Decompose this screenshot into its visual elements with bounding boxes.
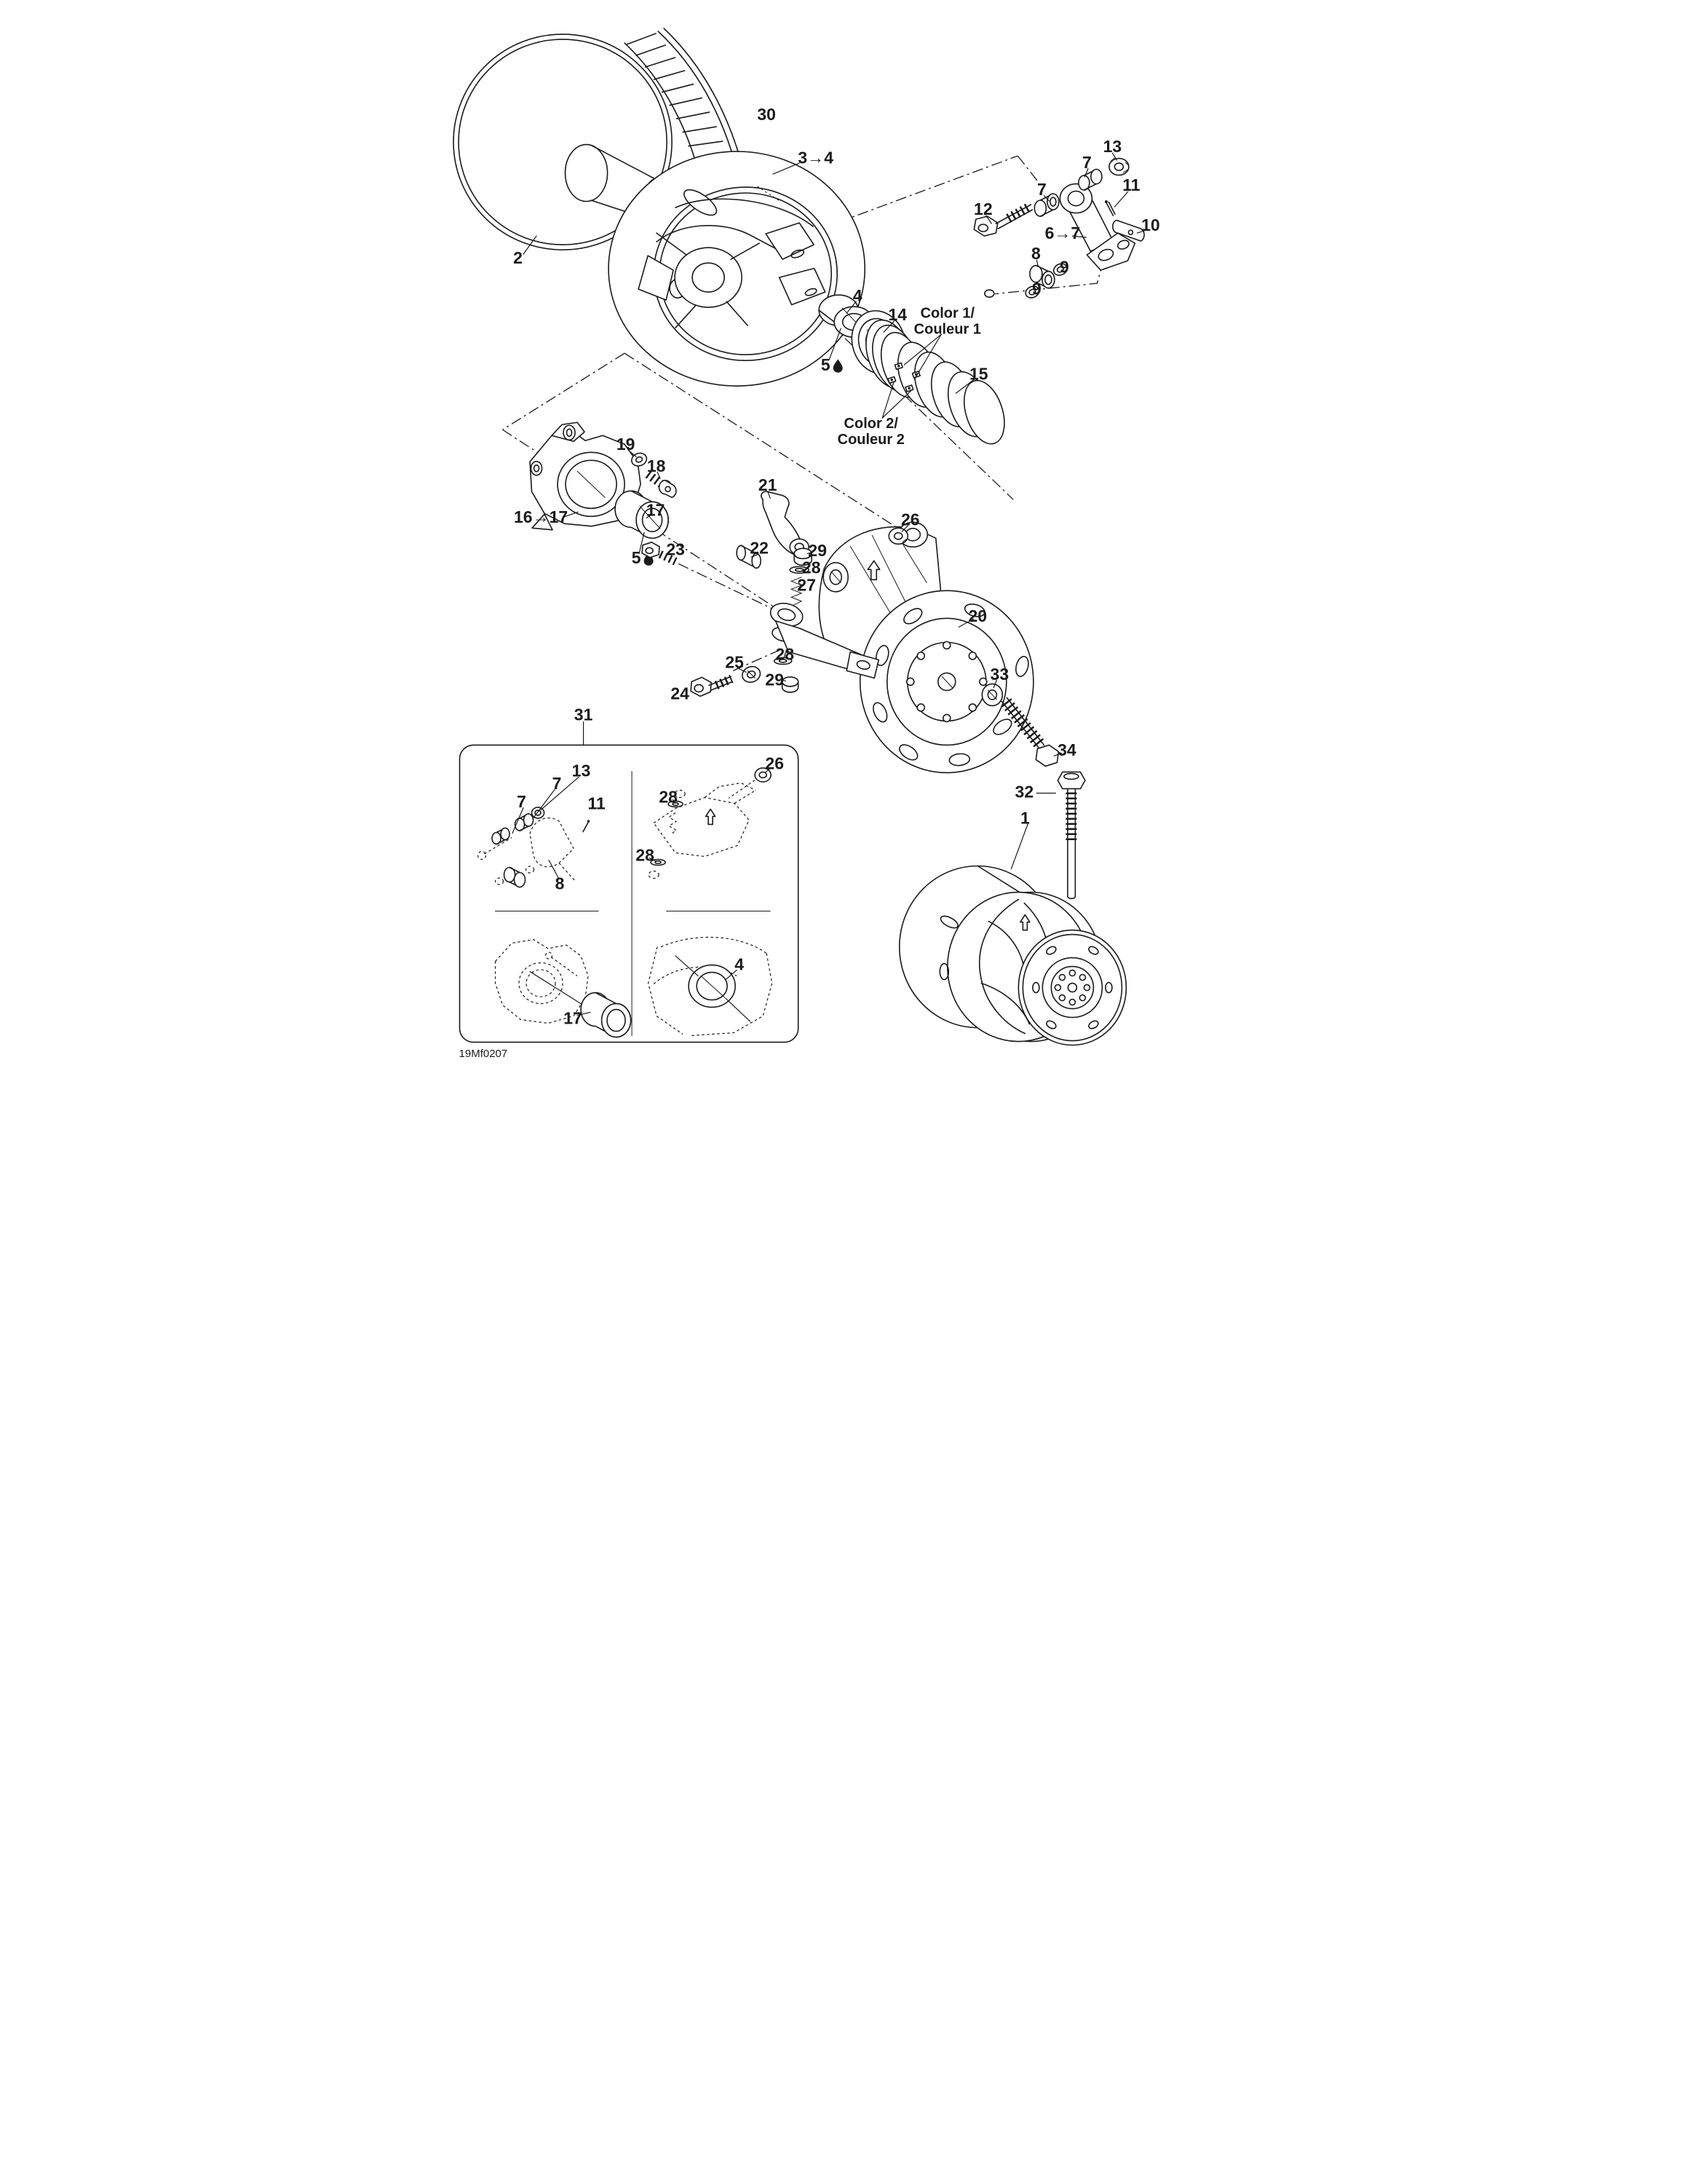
callout: 28 (801, 558, 820, 577)
actuating-lever-cluster (735, 491, 813, 606)
callout: 5 (820, 355, 830, 374)
direction-arrow-icon (705, 808, 715, 826)
direction-arrow-icon (866, 560, 881, 581)
callout: 2 (513, 248, 523, 267)
callout: 24 (670, 684, 689, 703)
callout: 16→17 (513, 507, 567, 526)
inset-lever-detail (477, 776, 590, 888)
spring-color-marks (886, 362, 921, 392)
callout: 29 (808, 541, 827, 560)
callout: 10 (1141, 215, 1160, 234)
callout: 7 (1082, 153, 1091, 172)
callout: 12 (974, 199, 993, 218)
callout: 15 (969, 364, 988, 383)
callout: 1 (1020, 809, 1029, 828)
callout: 25 (725, 652, 744, 671)
callout: 11 (1122, 175, 1140, 194)
callout: 28 (659, 788, 678, 807)
figure-code: 19Mf0207 (459, 1048, 507, 1060)
callout: 27 (797, 575, 816, 594)
inset-hub-bushing-detail (494, 938, 631, 1038)
callout: 14 (888, 305, 907, 324)
callout: 31 (574, 705, 592, 724)
callout: 22 (750, 538, 769, 557)
governor-lever-cluster (973, 152, 1146, 298)
callout: 17 (646, 500, 665, 519)
callout: 26 (900, 510, 919, 529)
callout: 6→7 (1044, 223, 1080, 242)
callout: 7 (552, 774, 561, 793)
color2-note-line1: Color 2/ (844, 416, 898, 432)
callout: 34 (1058, 740, 1076, 759)
callout: 21 (758, 475, 777, 494)
callout: 8 (1031, 244, 1040, 263)
spring-color-notes: Color 1/ Couleur 1 Color 2/ Couleur 2 (837, 305, 980, 448)
callout: 3→4 (798, 149, 833, 167)
callout: 13 (571, 761, 590, 780)
parts-diagram-page: 30 2 3→4 13 7 11 7 12 6→7 10 8 9 9 4 14 … (420, 0, 1262, 1093)
callout: 13 (1103, 137, 1122, 156)
inset-detail-box (459, 721, 799, 1043)
callout: 11 (587, 794, 606, 813)
callout: 7 (517, 792, 526, 811)
nut-26 (887, 527, 908, 545)
callout: 26 (765, 754, 784, 773)
exploded-parts-diagram: 30 2 3→4 13 7 11 7 12 6→7 10 8 9 9 4 14 … (420, 0, 1262, 1093)
sliding-hub-cluster (528, 422, 678, 566)
callout: 30 (757, 105, 776, 124)
drive-pulley-assembly (898, 823, 1127, 1046)
callout: 23 (666, 539, 685, 558)
color2-note-line2: Couleur 2 (837, 432, 904, 448)
callout-labels: 30 2 3→4 13 7 11 7 12 6→7 10 8 9 9 4 14 … (513, 105, 1160, 1028)
callout: 9 (1059, 258, 1068, 277)
inset-housing-bushing-detail (647, 936, 772, 1037)
variator-housing (607, 151, 865, 387)
pulley-half-20 (689, 521, 1062, 774)
callout: 33 (990, 665, 1009, 684)
callout: 7 (1036, 180, 1046, 199)
color1-note-line2: Couleur 1 (913, 321, 980, 337)
callout: 9 (1031, 280, 1041, 298)
callout: 19 (616, 435, 635, 454)
lubricant-drop-icon (643, 552, 654, 566)
callout: 28 (635, 846, 654, 865)
inset-rocker-detail (648, 767, 771, 879)
long-bolt-32 (1036, 771, 1086, 900)
callout: 18 (646, 456, 665, 475)
callout: 4 (734, 955, 744, 974)
callout: 28 (775, 644, 794, 663)
callout: 20 (968, 606, 987, 625)
callout: 17 (563, 1009, 582, 1028)
callout: 5 (631, 548, 640, 567)
callout: 8 (555, 874, 564, 893)
lubricant-drop-icon (833, 359, 843, 373)
color1-note-line1: Color 1/ (920, 305, 975, 321)
callout: 4 (852, 286, 862, 305)
callout: 29 (765, 670, 784, 689)
spring-and-washer-stack (817, 294, 1005, 445)
direction-arrow-icon (1019, 914, 1031, 931)
callout: 32 (1015, 783, 1034, 802)
